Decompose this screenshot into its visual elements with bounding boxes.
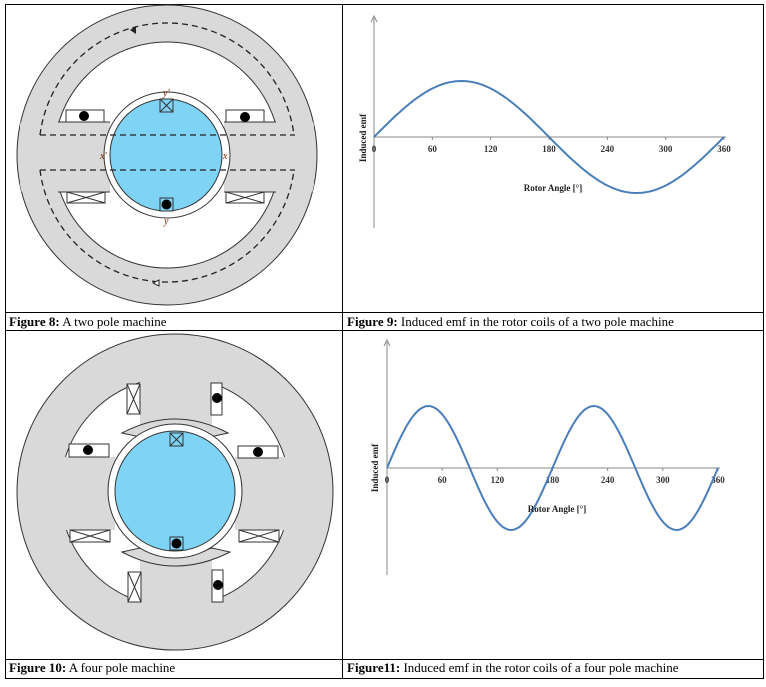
stator-coil-dot xyxy=(210,382,223,416)
flux-arrow-icon xyxy=(130,26,136,34)
row-divider xyxy=(5,330,763,331)
x-tick-label: 60 xyxy=(428,144,438,154)
stator-coil-dot xyxy=(65,109,105,123)
rotor-coil-dot xyxy=(159,197,174,212)
stator-coil-dot xyxy=(225,109,265,123)
x-tick-label: 240 xyxy=(601,144,615,154)
rotor-coil-dot xyxy=(169,536,184,551)
stator-coil-cross xyxy=(66,191,106,204)
x-tick-label: 60 xyxy=(438,475,448,485)
stator-coil-cross xyxy=(225,191,265,204)
x-tick-label: 0 xyxy=(385,475,390,485)
figure-11-caption: Figure11: Induced emf in the rotor coils… xyxy=(347,660,679,675)
y-axis-arrow-icon xyxy=(383,338,391,347)
figure-10-caption: Figure 10: A four pole machine xyxy=(9,660,176,675)
x-tick-label: 120 xyxy=(491,475,505,485)
x-axis-label: Rotor Angle [°] xyxy=(524,183,582,193)
x-tick-label: 180 xyxy=(542,144,556,154)
figure-9-caption: Figure 9: Induced emf in the rotor coils… xyxy=(347,314,674,329)
x-tick-label: 240 xyxy=(601,475,615,485)
x-tick-label: 300 xyxy=(659,144,673,154)
label-x-prime: x' xyxy=(99,151,107,162)
row-divider xyxy=(5,659,763,660)
y-axis-label: Induced emf xyxy=(370,443,380,492)
figure-table xyxy=(5,4,764,679)
stator-pole-left xyxy=(20,457,115,530)
label-y: y xyxy=(163,216,169,227)
stator-coil-cross xyxy=(238,529,280,543)
flux-path xyxy=(39,22,295,283)
x-tick-label: 300 xyxy=(656,475,670,485)
stator-pole-right xyxy=(235,457,330,530)
rotor xyxy=(114,430,236,552)
x-tick-label: 180 xyxy=(546,475,560,485)
x-tick-label: 120 xyxy=(484,144,498,154)
label-y-prime: y' xyxy=(162,88,170,99)
rotor-coil-cross xyxy=(169,432,184,447)
stator-coil-cross xyxy=(126,383,141,415)
label-x: x xyxy=(222,151,228,162)
stator-coil-dot xyxy=(211,569,224,603)
stator-coil-dot xyxy=(237,445,279,459)
stator-coil-cross xyxy=(127,571,142,603)
x-tick-label: 360 xyxy=(717,144,731,154)
x-tick-label: 0 xyxy=(372,144,377,154)
stator-coil-dot xyxy=(68,443,110,458)
y-axis-arrow-icon xyxy=(370,14,378,23)
emf-series-line xyxy=(386,404,719,532)
row-divider xyxy=(5,312,763,313)
y-axis-label: Induced emf xyxy=(358,113,368,162)
stator-pole-top xyxy=(140,340,212,430)
column-divider xyxy=(342,4,343,678)
figure-8-caption: Figure 8: A two pole machine xyxy=(9,314,167,329)
x-axis-label: Rotor Angle [°] xyxy=(528,504,586,514)
flux-arrow-icon xyxy=(151,279,160,287)
stator-coil-cross xyxy=(69,529,111,543)
stator-pole-left xyxy=(20,122,110,192)
emf-series-line xyxy=(373,79,725,195)
x-tick-label: 360 xyxy=(711,475,725,485)
rotor-coil-cross xyxy=(159,98,174,113)
stator-pole-bottom xyxy=(140,556,212,646)
stator-pole-right xyxy=(224,122,314,192)
